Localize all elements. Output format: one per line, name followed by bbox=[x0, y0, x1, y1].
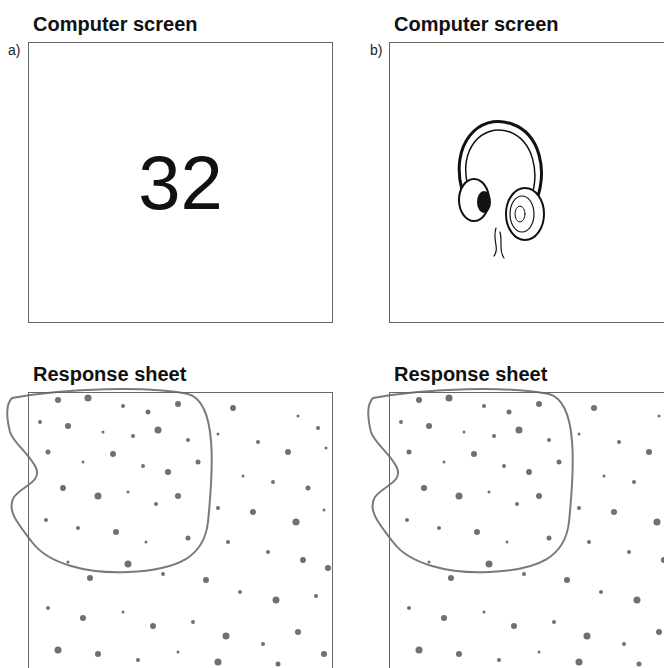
box-content: 32 bbox=[29, 43, 332, 322]
panel-heading: Response sheet bbox=[33, 363, 186, 386]
box-content bbox=[390, 43, 664, 322]
box-content bbox=[29, 393, 332, 668]
drawn-region-outline bbox=[368, 389, 573, 572]
dot-field bbox=[38, 395, 331, 667]
response-sheet-a bbox=[7, 389, 331, 666]
dot-field bbox=[399, 395, 664, 667]
computer-screen-box: Computer screen32 bbox=[28, 42, 333, 323]
panel-heading: Computer screen bbox=[394, 13, 559, 36]
panel-letter: a) bbox=[8, 42, 20, 58]
computer-screen-box: Computer screen bbox=[389, 42, 664, 323]
panel-heading: Response sheet bbox=[394, 363, 547, 386]
drawn-region-outline bbox=[7, 389, 212, 572]
stimulus-number: 32 bbox=[138, 145, 223, 221]
response-sheet-box: Response sheet bbox=[28, 392, 333, 668]
panel-heading: Computer screen bbox=[33, 13, 198, 36]
response-sheet-b bbox=[368, 389, 664, 666]
panel-letter: b) bbox=[370, 42, 382, 58]
response-sheet-box: Response sheet bbox=[389, 392, 664, 668]
box-content bbox=[390, 393, 664, 668]
headphones-picture bbox=[459, 122, 544, 258]
